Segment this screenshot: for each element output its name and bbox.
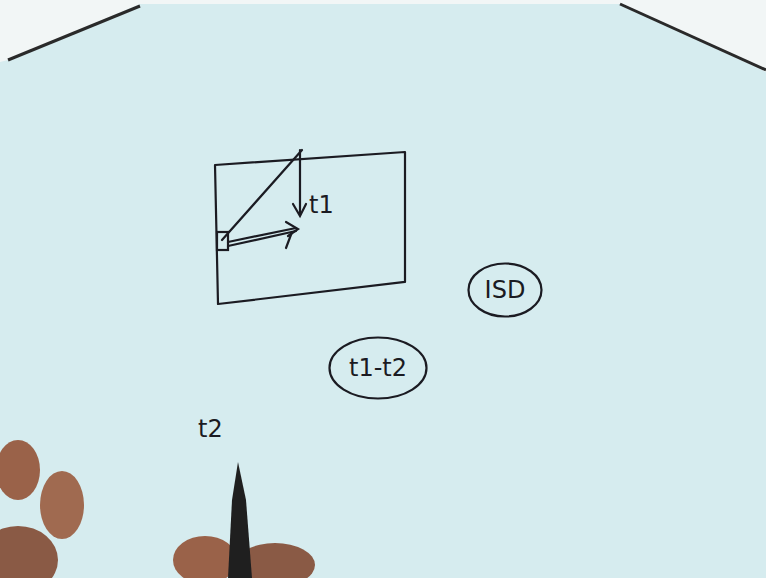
paper-edge-line bbox=[620, 4, 766, 70]
sketch-box: t1 bbox=[215, 152, 405, 304]
paper-edge bbox=[0, 0, 766, 72]
circled-note: t1-t2 bbox=[328, 336, 428, 400]
handwritten-text: ISD bbox=[485, 277, 526, 303]
ellipse-outline bbox=[330, 338, 427, 399]
ellipse-outline bbox=[469, 264, 542, 317]
hand bbox=[0, 440, 315, 578]
outline bbox=[215, 152, 405, 304]
handwritten-text: t1-t2 bbox=[349, 355, 407, 381]
paper-edge-line bbox=[8, 6, 140, 60]
handwritten-text: t1 bbox=[309, 192, 334, 218]
box-outline bbox=[215, 152, 405, 304]
tick-mark bbox=[286, 232, 292, 248]
horizontal-ray bbox=[228, 228, 296, 242]
arrowhead bbox=[293, 204, 306, 216]
handwritten-label: t2 bbox=[198, 416, 223, 442]
circled-note: ISD bbox=[467, 262, 543, 318]
horizontal-ray bbox=[228, 231, 296, 246]
pen bbox=[228, 462, 252, 578]
